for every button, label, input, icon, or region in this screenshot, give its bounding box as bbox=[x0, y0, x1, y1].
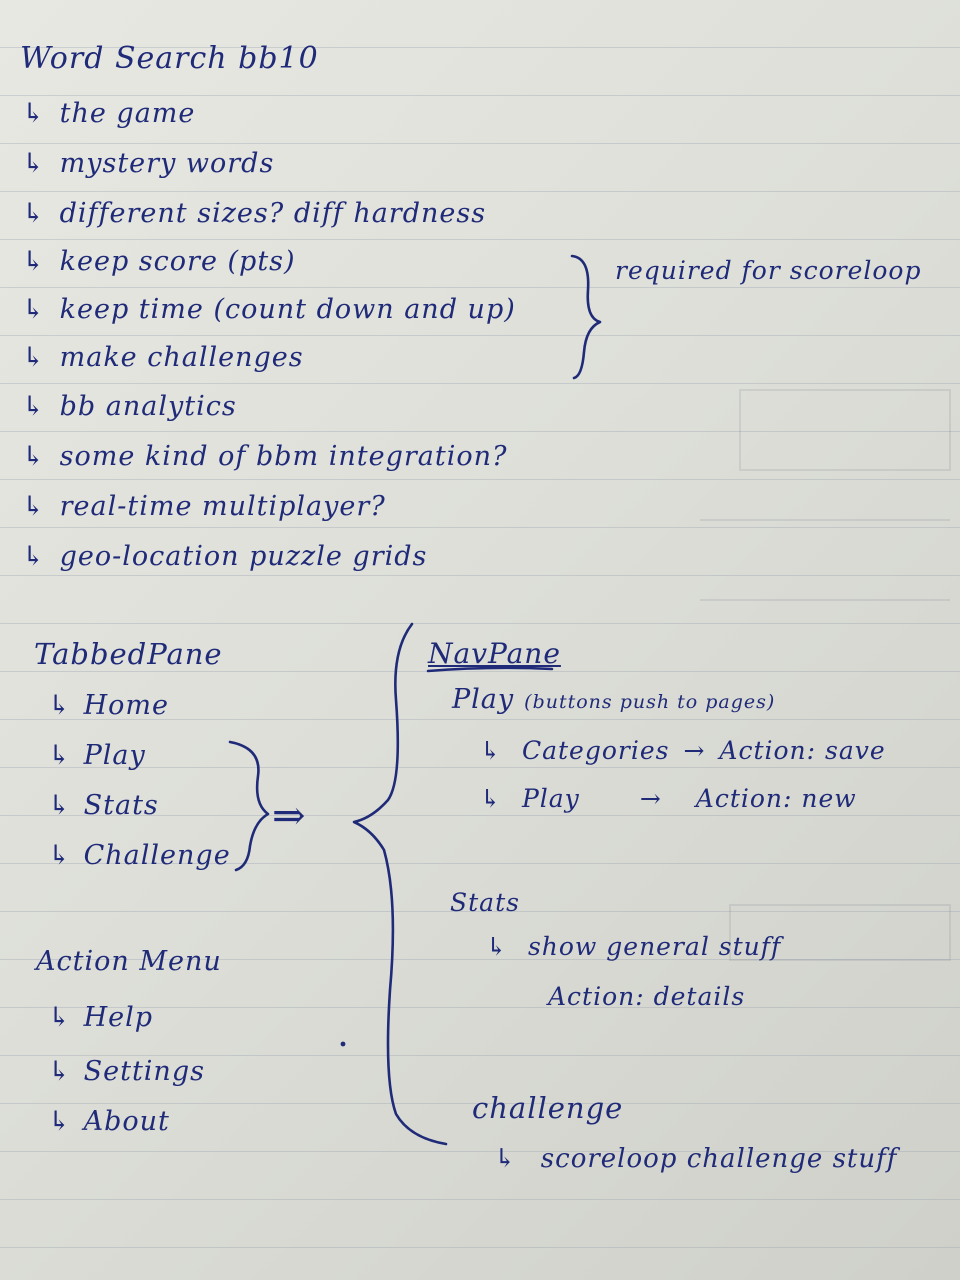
title-underline bbox=[426, 666, 554, 673]
right-arrow-icon: → bbox=[639, 784, 662, 813]
tabbedpane-title: TabbedPane bbox=[34, 637, 223, 671]
notes-title: Word Search bb10 bbox=[20, 41, 319, 76]
list-item: ↳make challenges bbox=[22, 342, 304, 373]
arrow-icon: ↳ bbox=[48, 1056, 72, 1087]
arrow-icon: ↳ bbox=[48, 740, 72, 771]
list-item: ↳keep score (pts) bbox=[22, 246, 296, 277]
list-item: ↳Home bbox=[48, 690, 170, 721]
arrow-icon: ↳ bbox=[22, 246, 46, 277]
stats-action: Action: details bbox=[548, 982, 746, 1011]
list-item: ↳show general stuff bbox=[486, 932, 782, 961]
arrow-icon: ↳ bbox=[22, 342, 46, 373]
arrow-icon: ↳ bbox=[48, 1106, 72, 1137]
arrow-icon: ↳ bbox=[22, 491, 46, 522]
arrow-icon: ↳ bbox=[48, 790, 72, 821]
list-item: ↳Settings bbox=[48, 1056, 205, 1087]
curly-brace-icon bbox=[570, 254, 602, 380]
arrow-icon: ↳ bbox=[22, 98, 46, 129]
curly-brace-icon bbox=[228, 740, 270, 872]
list-item: ↳bb analytics bbox=[22, 391, 237, 422]
list-item: ↳mystery words bbox=[22, 148, 275, 179]
curly-brace-icon bbox=[352, 622, 448, 1146]
list-item: ↳Challenge bbox=[48, 840, 231, 871]
right-arrow-icon: → bbox=[683, 736, 706, 765]
arrow-icon: ↳ bbox=[480, 736, 502, 765]
arrow-icon: ↳ bbox=[22, 441, 46, 472]
list-item: ↳some kind of bbm integration? bbox=[22, 441, 508, 472]
arrow-icon: ↳ bbox=[480, 784, 502, 813]
stats-heading: Stats bbox=[450, 888, 520, 917]
arrow-icon: ↳ bbox=[22, 148, 46, 179]
list-item: ↳Play bbox=[48, 740, 146, 771]
challenge-heading: challenge bbox=[472, 1091, 624, 1125]
arrow-icon: ↳ bbox=[48, 840, 72, 871]
brace-note: required for scoreloop bbox=[615, 256, 922, 285]
arrow-icon: ↳ bbox=[486, 932, 508, 961]
play-note: (buttons push to pages) bbox=[524, 691, 776, 713]
list-item: ↳scoreloop challenge stuff bbox=[494, 1144, 898, 1174]
list-item: ↳different sizes? diff hardness bbox=[22, 198, 487, 229]
arrow-icon: ↳ bbox=[494, 1144, 517, 1174]
arrow-icon: ↳ bbox=[22, 294, 46, 325]
list-item: ↳Help bbox=[48, 1002, 154, 1033]
action-menu-title: Action Menu bbox=[36, 946, 222, 977]
list-item: ↳Categories→Action: save bbox=[480, 736, 886, 765]
list-item: ↳geo-location puzzle grids bbox=[22, 541, 428, 572]
list-item: ↳real-time multiplayer? bbox=[22, 491, 386, 522]
list-item: ↳About bbox=[48, 1106, 170, 1137]
navpane-title: NavPane bbox=[428, 637, 561, 670]
list-item: ↳Play→Action: new bbox=[480, 784, 857, 813]
arrow-icon: ↳ bbox=[22, 198, 46, 229]
list-item: ↳keep time (count down and up) bbox=[22, 294, 516, 325]
arrow-icon: ↳ bbox=[48, 690, 72, 721]
arrow-icon: ↳ bbox=[48, 1002, 72, 1033]
list-item: ↳Stats bbox=[48, 790, 159, 821]
list-item: ↳the game bbox=[22, 98, 196, 129]
implies-arrow-icon: ⇒ bbox=[272, 793, 307, 839]
arrow-icon: ↳ bbox=[22, 391, 46, 422]
arrow-icon: ↳ bbox=[22, 541, 46, 572]
play-heading: Play(buttons push to pages) bbox=[452, 684, 776, 715]
